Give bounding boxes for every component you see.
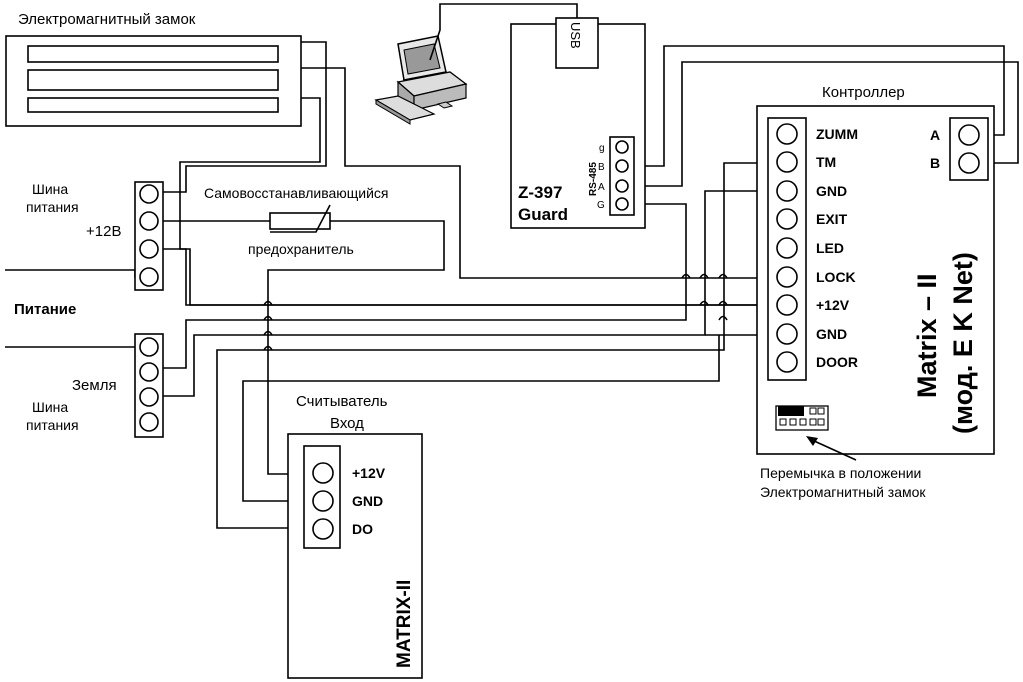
- jumper-label-2: Электромагнитный замок: [760, 484, 926, 500]
- lock-wire-2: [296, 67, 786, 279]
- bus-power-label-1: Шина: [32, 181, 68, 197]
- jumper-arrow: [811, 439, 857, 461]
- bus-gnd-label-2: питания: [26, 417, 79, 433]
- terminal-exit: EXIT: [816, 211, 848, 227]
- controller: [756, 105, 995, 461]
- lock-wire-3: [179, 97, 786, 306]
- bus-gnd-label-1: Шина: [32, 399, 68, 415]
- terminal-a: A: [930, 127, 940, 143]
- reader-terminal-do: DO: [352, 521, 373, 537]
- power-bus-plus: [134, 181, 164, 291]
- plus12-label: +12В: [86, 223, 121, 240]
- fuse-label-1: Самовосстанавливающийся: [204, 185, 389, 201]
- fuse-label-2: предохранитель: [248, 241, 354, 257]
- lock-wire-1: [161, 41, 327, 193]
- converter-terminal-b: B: [598, 162, 605, 173]
- reader-label-2: Вход: [330, 415, 364, 432]
- terminal-zumm: ZUMM: [816, 126, 858, 142]
- controller-model-2: (мод. E K Net): [948, 252, 978, 434]
- terminal-gnd-2: GND: [816, 326, 847, 342]
- computer-icon: [374, 3, 578, 125]
- reader-terminal-gnd: GND: [352, 493, 383, 509]
- converter-name-2: Guard: [518, 205, 568, 224]
- power-line-plus: [5, 269, 150, 278]
- terminal-led: LED: [816, 240, 844, 256]
- jumper-label-1: Перемычка в положении: [760, 465, 921, 481]
- converter-z397: [510, 17, 646, 229]
- power-label: Питание: [14, 301, 76, 318]
- reader-label-1: Считыватель: [296, 393, 388, 410]
- terminal-b: B: [930, 155, 940, 171]
- bus-power-label-2: питания: [26, 199, 79, 215]
- wiring: [5, 41, 1019, 529]
- jumper-block: [775, 405, 829, 431]
- reader-terminal-12v: +12V: [352, 465, 386, 481]
- terminal-tm: TM: [816, 154, 836, 170]
- terminal-lock: LOCK: [816, 269, 856, 285]
- ctrl-12v-wire: [161, 248, 786, 306]
- reader-model: MATRIX-II: [394, 580, 415, 668]
- wire-crossings: [263, 273, 728, 351]
- rs485-b-wire: [623, 45, 1005, 167]
- gnd-bus-wire: [161, 203, 687, 369]
- converter-terminal-g: g: [599, 143, 605, 154]
- terminal-12v: +12V: [816, 297, 850, 313]
- reader-do-wire: [216, 162, 786, 529]
- lock-title: Электромагнитный замок: [18, 11, 196, 28]
- converter-name-1: Z-397: [518, 183, 562, 202]
- reader-gnd-wire: [242, 335, 720, 502]
- controller-model-1: Matrix – II: [912, 273, 942, 398]
- reader: [287, 433, 423, 679]
- electromagnetic-lock: [5, 35, 302, 127]
- usb-label: USB: [568, 22, 583, 49]
- converter-terminal-gnd: G: [597, 200, 605, 211]
- converter-terminal-a: A: [598, 182, 605, 193]
- rs485-a-wire: [623, 61, 1019, 187]
- ground-label: Земля: [72, 377, 117, 394]
- terminal-door: DOOR: [816, 354, 858, 370]
- rs485-label: RS-485: [588, 162, 599, 196]
- fuse: [269, 204, 331, 233]
- fuse-wire-out: [267, 220, 445, 475]
- power-bus-ground: [134, 333, 164, 438]
- terminal-gnd-1: GND: [816, 183, 847, 199]
- gnd-bus-wire-2: [161, 190, 786, 397]
- controller-title: Контроллер: [822, 84, 905, 101]
